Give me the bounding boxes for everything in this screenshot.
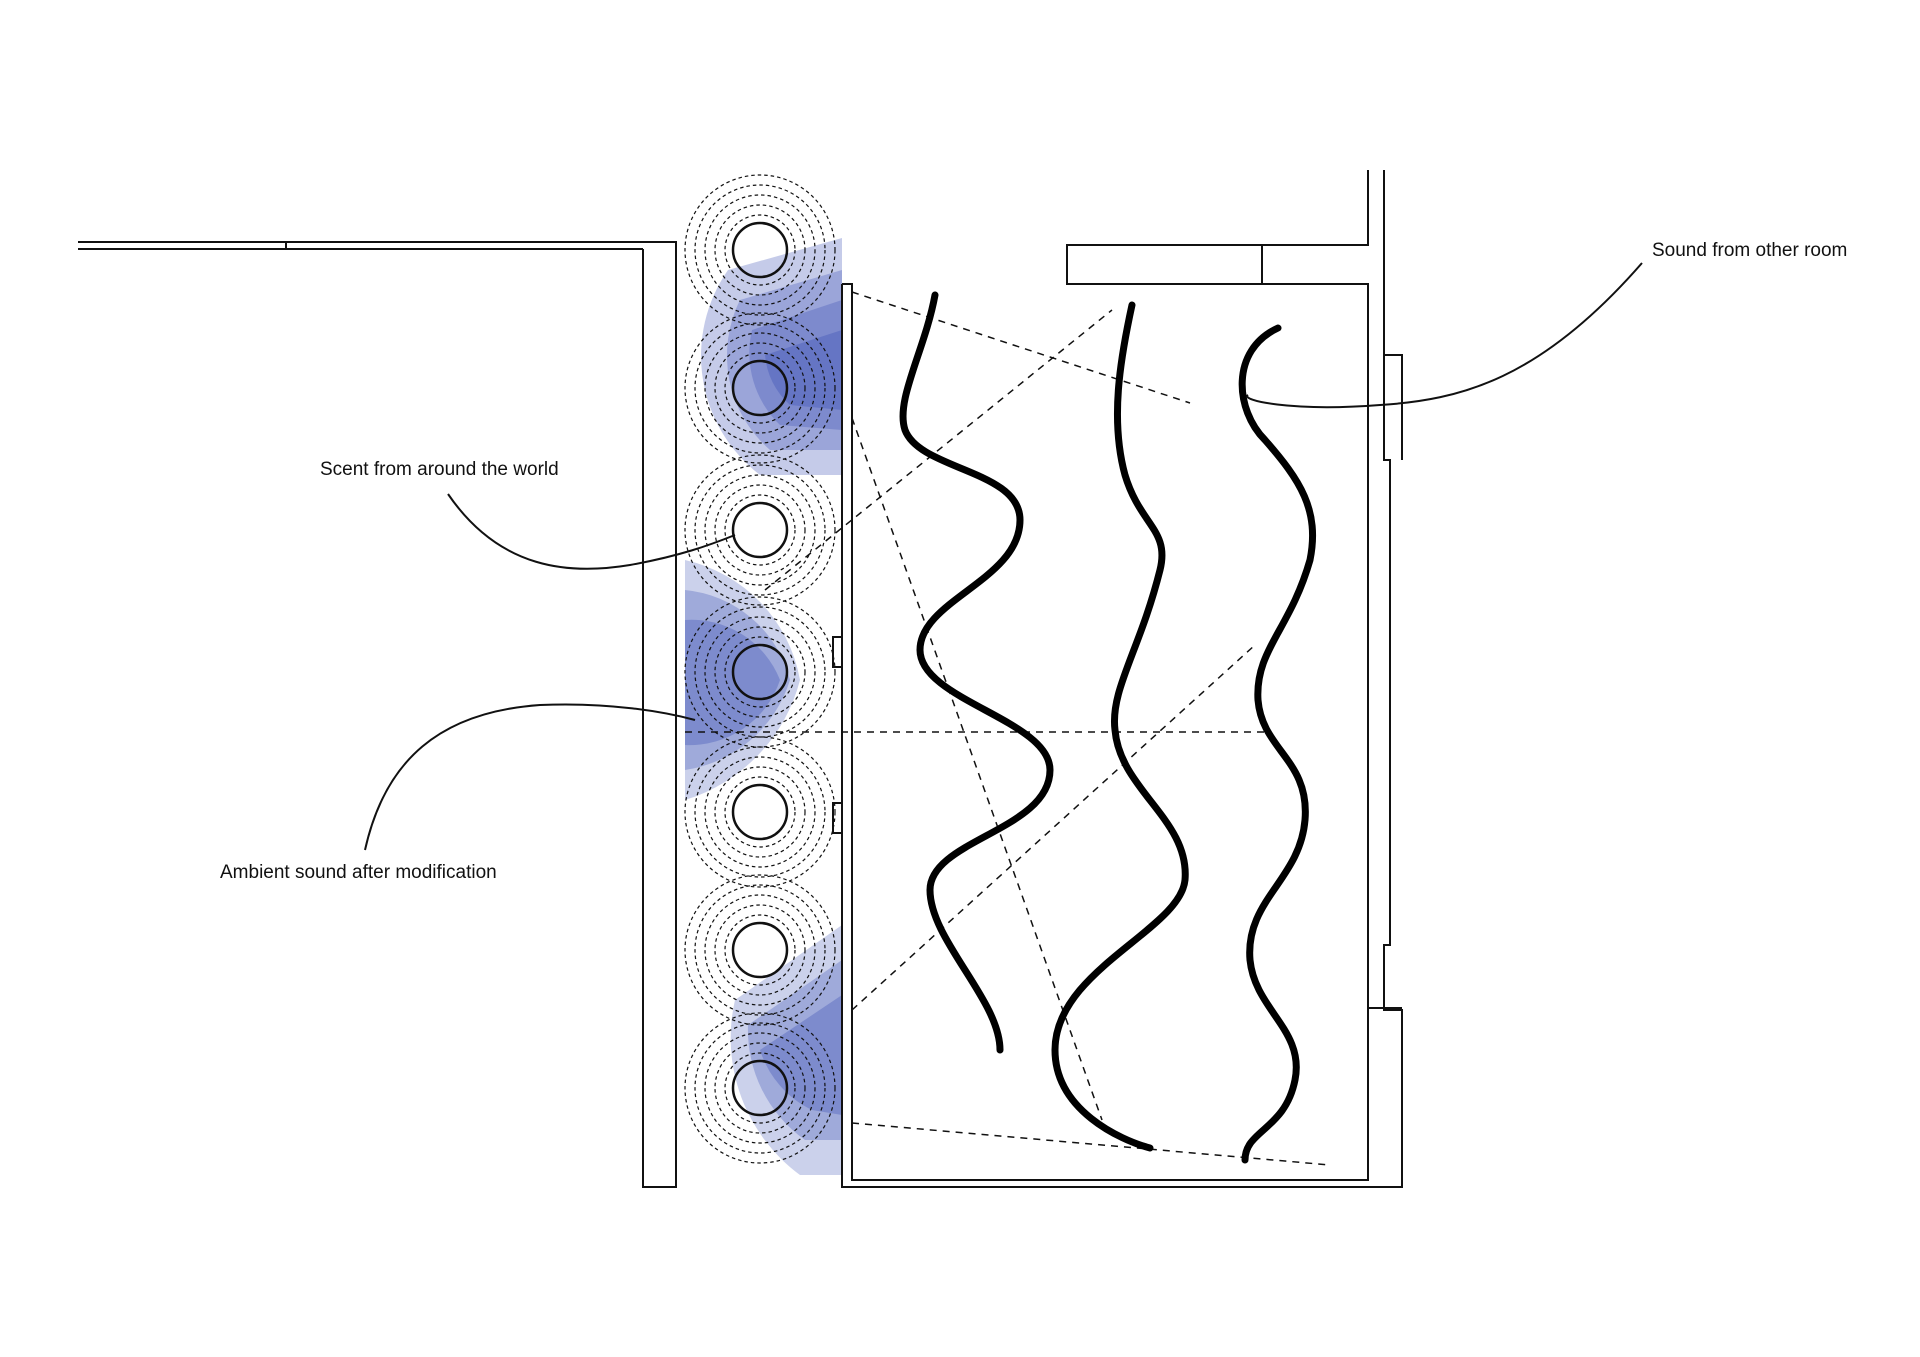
scent-emitter — [684, 454, 836, 606]
scent-emitter — [684, 1012, 836, 1164]
walls-left-room — [78, 241, 677, 1188]
dashed-sound-paths — [685, 291, 1331, 1166]
sound-wave-line — [899, 291, 1054, 1054]
scent-emitter — [684, 736, 836, 888]
scent-emitters — [684, 174, 836, 1164]
walls-right-room — [832, 170, 1403, 1188]
scent-emitter — [684, 596, 836, 748]
scent-emitter — [684, 312, 836, 464]
label-sound-from-other-room: Sound from other room — [1652, 240, 1847, 261]
sound-waves — [899, 291, 1317, 1164]
label-ambient-sound-after-modification: Ambient sound after modification — [220, 862, 497, 883]
sound-wave-line — [1238, 324, 1317, 1164]
leader-lines — [364, 262, 1643, 851]
blue-fan-bottom — [730, 925, 842, 1175]
leader-line-scent — [447, 493, 736, 570]
scent-emitter — [684, 174, 836, 326]
leader-line-sound-other-room — [1246, 262, 1643, 409]
sound-wave-line — [1051, 301, 1189, 1152]
scent-emitter — [684, 874, 836, 1026]
leader-line-ambient — [364, 703, 696, 851]
blue-fan-middle — [685, 560, 800, 800]
label-scent-from-around-the-world: Scent from around the world — [320, 459, 559, 480]
